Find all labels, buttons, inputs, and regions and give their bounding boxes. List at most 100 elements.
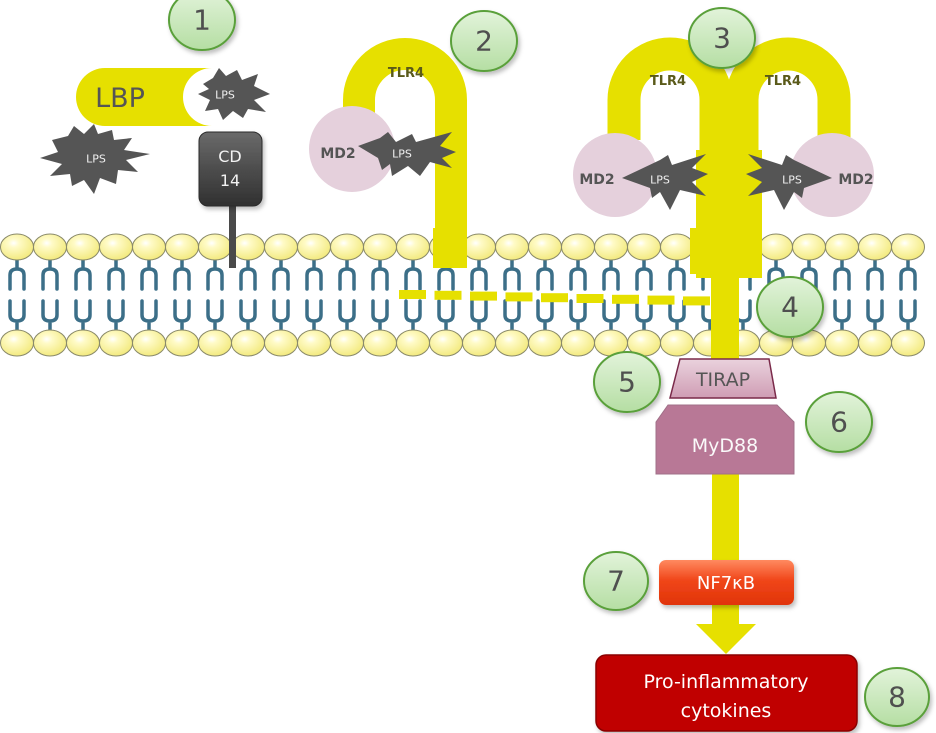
signal-dash [683,296,710,306]
cd14-label-line1: CD [218,147,242,166]
badge-number: 1 [193,4,211,37]
lipid-head-outer [528,233,562,261]
badge-number: 8 [888,681,906,714]
lps-starburst [40,124,150,194]
lipid-tail-upper [866,255,884,291]
tirap-adapter: TIRAP [669,358,777,399]
lipid-head-outer [792,233,826,261]
lps-label-left: LPS [650,174,670,187]
lipid-tail-lower [899,299,917,335]
signal-dash [647,295,675,305]
lipid-head-outer [858,233,892,261]
membrane-signal-dashes [399,290,710,306]
lps-molecule-bound-lbp: LPS [198,68,270,120]
step-badge-8: 8 [864,667,930,727]
lps-starburst-right [746,154,832,210]
lipid-tail-upper [371,255,389,291]
badge-circle [593,351,661,413]
lipid-tail-lower [635,299,653,335]
lipid-head-outer [495,233,529,261]
lipid-head-inner [363,329,397,357]
lipid-head-inner [429,329,463,357]
lipid-tail-lower [107,299,125,335]
signal-dash [541,293,568,303]
cytokines-box [595,654,858,732]
lipid-head-inner [33,329,67,357]
lipid-tail-lower [272,299,290,335]
tlr4-monomer: TLR4 MD2 LPS [309,38,467,268]
badge-circle [583,551,649,611]
lipid-tail-lower [668,299,686,335]
lps-label: LPS [86,153,106,166]
lipid-tail-lower [338,299,356,335]
lipid-head-outer [231,233,265,261]
signal-dash [434,290,462,300]
lipid-tail-upper [404,255,422,291]
badge-circle [864,667,930,727]
lipid-head-inner [264,329,298,357]
lipid-head-outer [627,233,661,261]
badge-number: 2 [475,25,493,58]
badge-number: 3 [713,22,731,55]
lbp-complex: LBP CD 14 [76,68,263,268]
lipid-head-outer [363,233,397,261]
badge-number: 6 [830,406,848,439]
badge-number: 5 [618,366,636,399]
lipid-tail-upper [239,255,257,291]
lipid-head-inner [891,329,925,357]
step-badge-4: 4 [756,276,824,338]
myd88-adapter: MyD88 [655,404,795,475]
lipid-tail-lower [866,299,884,335]
cytokines-label-line1: Pro-inflammatory [643,671,808,693]
md2-label: MD2 [320,146,355,162]
lipid-head-inner [0,329,34,357]
signal-dash [612,294,639,304]
signal-dash [576,294,604,303]
lps-molecule-free: LPS [40,124,150,194]
lipid-tail-upper [8,255,26,291]
nfkb-label: NF7κB [697,573,755,594]
lipid-tail-upper [107,255,125,291]
lipid-tail-lower [239,299,257,335]
lipid-head-outer [891,233,925,261]
lipid-head-outer [132,233,166,261]
cd14-stalk [229,204,236,268]
lipid-head-inner [132,329,166,357]
lipid-tail-upper [635,255,653,291]
lipid-tail-upper [833,255,851,291]
tlr4-label-left: TLR4 [650,74,686,89]
badge-number: 4 [781,291,799,324]
tlr4-receptor-left [607,37,733,278]
lipid-head-inner [231,329,265,357]
lipid-tail-upper [668,255,686,291]
lipid-head-inner [462,329,496,357]
lipid-head-inner [66,329,100,357]
lipid-head-inner [330,329,364,357]
step-badge-2: 2 [450,10,518,72]
lipid-tail-upper [602,255,620,291]
lipid-tail-lower [833,299,851,335]
nfkb-transcription-factor: NF7κB [659,560,794,605]
lipid-head-outer [396,233,430,261]
lipid-head-outer [297,233,331,261]
lps-label-right: LPS [782,174,802,187]
lipid-tail-upper [899,255,917,291]
lipid-head-outer [594,233,628,261]
tlr4-receptor-right [725,37,851,278]
badge-circle [688,7,756,69]
md2-protein [309,106,395,192]
step-badge-7: 7 [583,551,649,611]
lipid-head-inner [297,329,331,357]
cd14-label-line2: 14 [220,171,240,190]
lipid-tail-lower [41,299,59,335]
lipid-head-outer [561,233,595,261]
lipid-tail-lower [173,299,191,335]
lipid-head-inner [99,329,133,357]
lipid-tail-upper [173,255,191,291]
lipid-head-inner [198,329,232,357]
lipid-head-outer [99,233,133,261]
lipid-tail-upper [206,255,224,291]
tirap-shape [669,358,777,399]
badge-circle [805,391,873,453]
